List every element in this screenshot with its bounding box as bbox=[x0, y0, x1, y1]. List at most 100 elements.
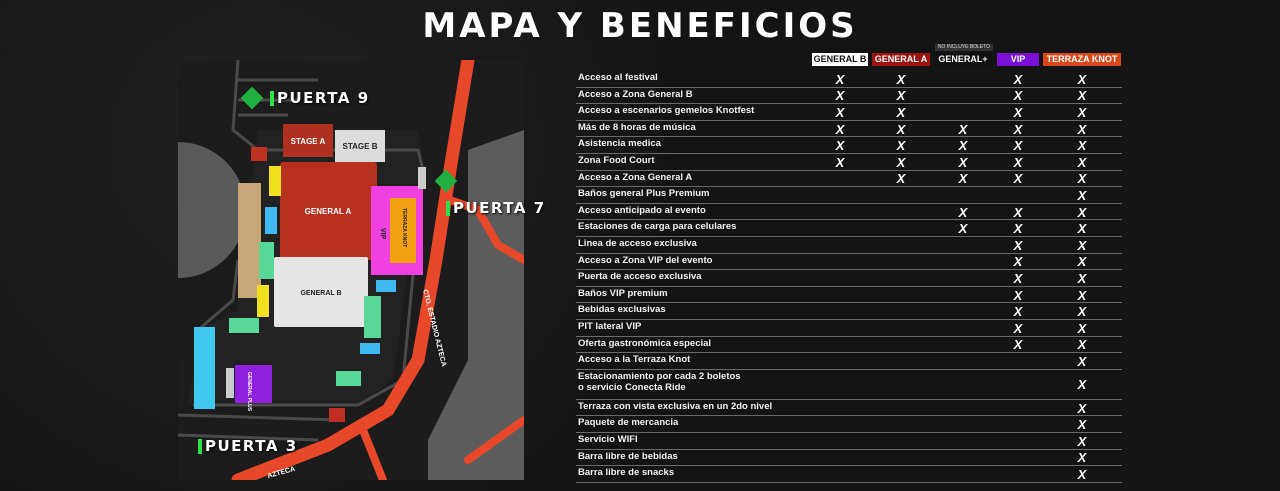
no-ticket-note: NO INCLUYE BOLETO bbox=[935, 44, 993, 51]
included-mark: X bbox=[958, 138, 968, 154]
included-mark: X bbox=[1013, 337, 1023, 353]
vip-label: VIP bbox=[379, 228, 386, 240]
table-row: Puerta de acceso exclusiva X X bbox=[576, 269, 1122, 287]
included-mark: X bbox=[835, 121, 845, 137]
included-mark: X bbox=[835, 154, 845, 170]
zone-general-plus[interactable] bbox=[235, 365, 272, 403]
included-mark: X bbox=[958, 121, 968, 137]
included-mark: X bbox=[1013, 287, 1023, 303]
venue-map: CTO. ESTADIO AZTECA AZTECA STAGE A STAGE… bbox=[178, 60, 524, 480]
table-row: Terraza con vista exclusiva en un 2do ni… bbox=[576, 399, 1122, 417]
table-row: Baños VIP premium X X bbox=[576, 286, 1122, 304]
included-mark: X bbox=[1077, 320, 1087, 336]
included-mark: X bbox=[1013, 320, 1023, 336]
tier-header-general-b: GENERAL B bbox=[812, 53, 868, 66]
zone-general-a[interactable] bbox=[280, 162, 377, 260]
benefit-label: Estacionamiento por cada 2 boletos o ser… bbox=[578, 370, 741, 393]
included-mark: X bbox=[1077, 204, 1087, 220]
restrooms-area bbox=[194, 327, 215, 409]
amenity-icons bbox=[226, 147, 426, 422]
zone-general-b[interactable] bbox=[274, 257, 368, 327]
zone-terraza-knot[interactable] bbox=[390, 198, 416, 263]
included-mark: X bbox=[896, 138, 906, 154]
table-row: Estacionamiento por cada 2 boletos o ser… bbox=[576, 369, 1122, 400]
included-mark: X bbox=[1013, 254, 1023, 270]
included-mark: X bbox=[1077, 221, 1087, 237]
benefit-label: Acceso a Zona General B bbox=[578, 88, 693, 100]
included-mark: X bbox=[1077, 88, 1087, 104]
benefit-label: Puerta de acceso exclusiva bbox=[578, 271, 702, 283]
benefit-label: Barra libre de snacks bbox=[578, 467, 675, 479]
benefit-label: Linea de acceso exclusiva bbox=[578, 238, 697, 249]
included-mark: X bbox=[1077, 433, 1087, 449]
benefit-label: Acceso anticipado al evento bbox=[578, 204, 706, 216]
included-mark: X bbox=[1013, 88, 1023, 104]
included-mark: X bbox=[896, 171, 906, 187]
included-mark: X bbox=[1077, 304, 1087, 320]
gate-puerta-3: PUERTA 3 bbox=[198, 439, 298, 454]
included-mark: X bbox=[1013, 71, 1023, 87]
general-a-label: GENERAL A bbox=[305, 207, 352, 216]
table-row: PIT lateral VIP X X bbox=[576, 319, 1122, 337]
included-mark: X bbox=[1077, 270, 1087, 286]
included-mark: X bbox=[1013, 154, 1023, 170]
benefit-label: Estaciones de carga para celulares bbox=[578, 221, 737, 233]
stage-b[interactable] bbox=[335, 130, 385, 162]
stage-b-label: STAGE B bbox=[343, 142, 378, 151]
included-mark: X bbox=[1077, 337, 1087, 353]
included-mark: X bbox=[1077, 154, 1087, 170]
benefit-label: Servicio WIFI bbox=[578, 434, 638, 445]
benefit-label: Bebidas exclusivas bbox=[578, 304, 666, 316]
benefit-label: Terraza con vista exclusiva en un 2do ni… bbox=[578, 400, 773, 412]
benefit-label: Oferta gastronómica especial bbox=[578, 337, 712, 349]
benefit-label: Baños VIP premium bbox=[578, 287, 668, 299]
included-mark: X bbox=[1013, 270, 1023, 286]
included-mark: X bbox=[896, 71, 906, 87]
tier-header-general-a: GENERAL A bbox=[872, 53, 930, 66]
page-title: MAPA Y BENEFICIOS bbox=[422, 6, 858, 46]
road bbox=[231, 60, 524, 480]
included-mark: X bbox=[1077, 71, 1087, 87]
included-mark: X bbox=[958, 221, 968, 237]
terraza-label: TERRAZA KNOT bbox=[401, 208, 407, 247]
general-plus-label: GENERAL PLUS bbox=[246, 372, 252, 412]
benefit-label: Barra libre de bebidas bbox=[578, 450, 678, 462]
tier-header-terraza-knot: TERRAZA KNOT bbox=[1043, 53, 1121, 66]
included-mark: X bbox=[1077, 138, 1087, 154]
table-row: Bebidas exclusivas X X bbox=[576, 302, 1122, 320]
stage-a[interactable] bbox=[283, 124, 333, 157]
first-aid-icon bbox=[329, 408, 345, 422]
included-mark: X bbox=[1077, 287, 1087, 303]
benefit-label: Paquete de mercancia bbox=[578, 417, 679, 429]
stadium-area bbox=[178, 142, 246, 278]
general-b-label: GENERAL B bbox=[300, 290, 341, 297]
included-mark: X bbox=[958, 204, 968, 220]
included-mark: X bbox=[1013, 304, 1023, 320]
included-mark: X bbox=[1013, 121, 1023, 137]
included-mark: X bbox=[1013, 104, 1023, 120]
parking-area bbox=[428, 130, 524, 480]
food-court-bar bbox=[238, 183, 261, 298]
benefit-label: Acceso a la Terraza Knot bbox=[578, 354, 691, 366]
included-mark: X bbox=[958, 154, 968, 170]
benefit-label: Acceso al festival bbox=[578, 72, 658, 83]
included-mark: X bbox=[1077, 254, 1087, 270]
included-mark: X bbox=[896, 154, 906, 170]
included-mark: X bbox=[835, 138, 845, 154]
included-mark: X bbox=[1077, 400, 1087, 416]
included-mark: X bbox=[1013, 138, 1023, 154]
included-mark: X bbox=[896, 121, 906, 137]
included-mark: X bbox=[1077, 171, 1087, 187]
benefit-label: PIT lateral VIP bbox=[578, 321, 642, 332]
